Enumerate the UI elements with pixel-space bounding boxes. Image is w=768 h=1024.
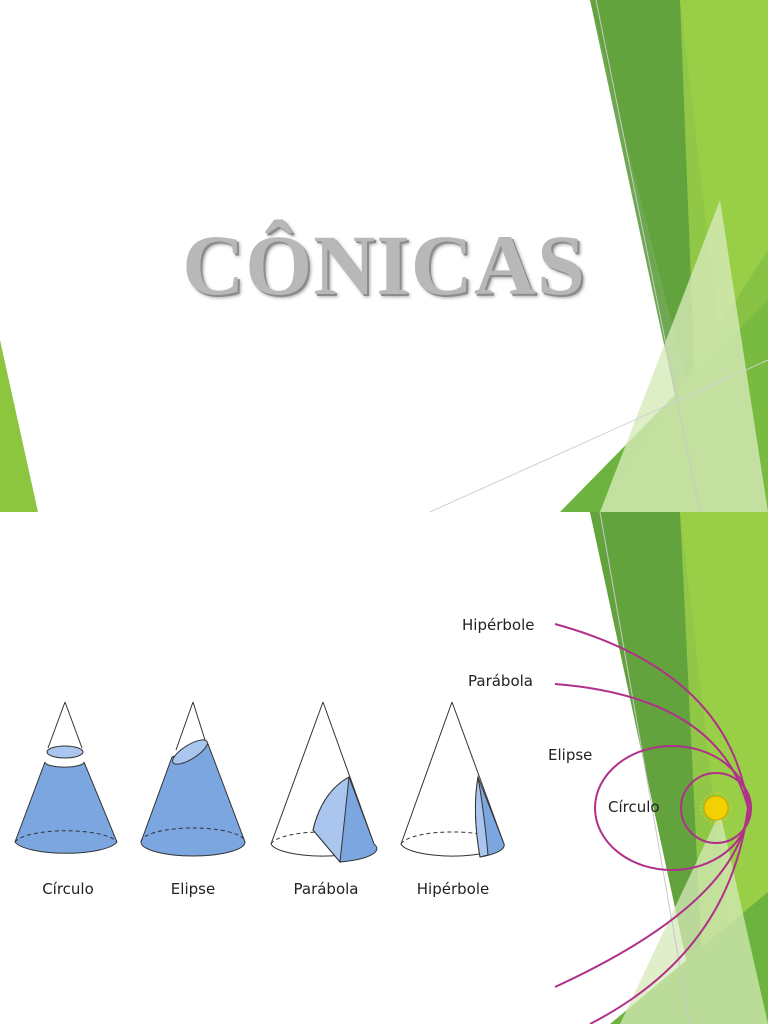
conic-sections-slide: Círculo Elipse Parábola Hipérbole Hipérb… (0, 512, 768, 1024)
conic-sections-figure: Círculo Elipse Parábola Hipérbole (14, 701, 505, 898)
parabola-curve (554, 683, 750, 1024)
slide-title: CÔNICAS (182, 217, 586, 313)
orbit-label-circle: Círculo (608, 798, 660, 816)
cone-label-ellipse: Elipse (171, 880, 215, 898)
ellipse-curve (594, 745, 750, 871)
green-decoration-right (429, 0, 768, 512)
orbit-label-ellipse: Elipse (548, 746, 592, 764)
cone-hyperbola (400, 701, 505, 858)
cone-circle (14, 701, 118, 854)
title-slide: CÔNICAS (0, 0, 768, 512)
cone-label-circle: Círculo (42, 880, 94, 898)
circle-curve (680, 772, 752, 844)
green-decoration-left (0, 340, 38, 512)
cone-label-parabola: Parábola (294, 880, 359, 898)
sun-icon (703, 795, 729, 821)
cone-label-hyperbola: Hipérbole (417, 880, 489, 898)
orbit-label-parabola: Parábola (468, 672, 533, 690)
orbit-label-hyperbola: Hipérbole (462, 616, 534, 634)
cone-ellipse (140, 701, 246, 857)
cone-parabola (270, 701, 378, 864)
orbits-figure: Hipérbole Parábola Elipse Círculo (462, 616, 752, 1024)
